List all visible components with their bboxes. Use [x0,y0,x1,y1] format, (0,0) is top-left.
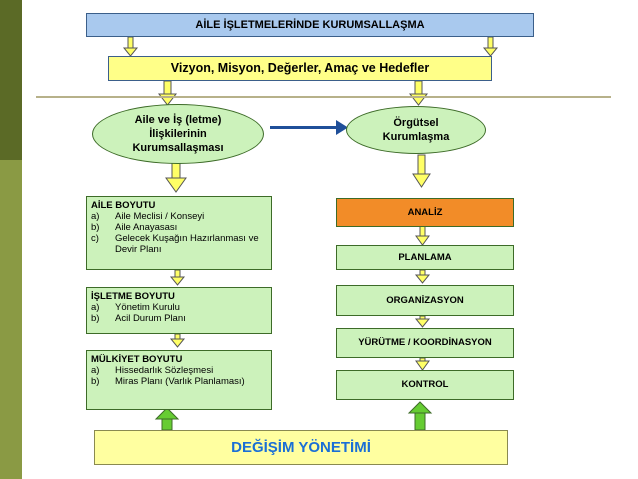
list-item: b)Aile Anayasası [91,222,178,233]
arrow-up-left [154,407,180,431]
list-item: c)Gelecek Kuşağın Hazırlanması ve Devir … [91,233,259,255]
arrow-organization-execution [414,315,431,328]
step-planning: PLANLAMA [336,245,514,270]
arrow-family-business [169,269,186,286]
arrow-title-vision-right [482,36,499,57]
step-control: KONTROL [336,370,514,400]
arrow-title-vision-left [122,36,139,57]
ownership-dimension-box: MÜLKİYET BOYUTU a)Hissedarlık Sözleşmesi… [86,350,272,410]
arrow-right-ellipse-down [412,154,431,188]
arrow-business-ownership [169,333,186,348]
family-heading: AİLE BOYUTU [91,200,156,211]
step-analysis: ANALİZ [336,198,514,227]
arrow-vision-left-ellipse [157,80,178,106]
step-organization: ORGANİZASYON [336,285,514,316]
family-business-ellipse: Aile ve İş (letme) İlişkilerinin Kurumsa… [92,104,264,164]
business-heading: İŞLETME BOYUTU [91,291,175,302]
list-item: a)Aile Meclisi / Konseyi [91,211,205,222]
list-item: b)Acil Durum Planı [91,313,186,324]
change-management-box: DEĞİŞİM YÖNETİMİ [94,430,508,465]
arrow-planning-organization [414,269,431,284]
arrow-execution-control [415,357,430,371]
divider-line [36,96,611,98]
family-dimension-box: AİLE BOYUTU a)Aile Meclisi / Konseyi b)A… [86,196,272,270]
side-stripe-light [0,160,22,479]
arrow-left-ellipse-down [165,162,187,193]
list-item: b)Miras Planı (Varlık Planlaması) [91,376,245,387]
organizational-ellipse: Örgütsel Kurumlaşma [346,106,486,154]
arrow-up-right [407,401,433,431]
ownership-heading: MÜLKİYET BOYUTU [91,354,183,365]
business-dimension-box: İŞLETME BOYUTU a)Yönetim Kurulu b)Acil D… [86,287,272,334]
list-item: a)Yönetim Kurulu [91,302,180,313]
vision-box: Vizyon, Misyon, Değerler, Amaç ve Hedefl… [108,56,492,81]
arrow-vision-right-ellipse [408,80,429,106]
arrow-analysis-planning [415,224,430,246]
side-stripe-dark [0,0,22,160]
step-execution: YÜRÜTME / KOORDİNASYON [336,328,514,358]
arrow-ellipse-right [270,120,348,135]
diagram-title: AİLE İŞLETMELERİNDE KURUMSALLAŞMA [86,13,534,37]
list-item: a)Hissedarlık Sözleşmesi [91,365,214,376]
